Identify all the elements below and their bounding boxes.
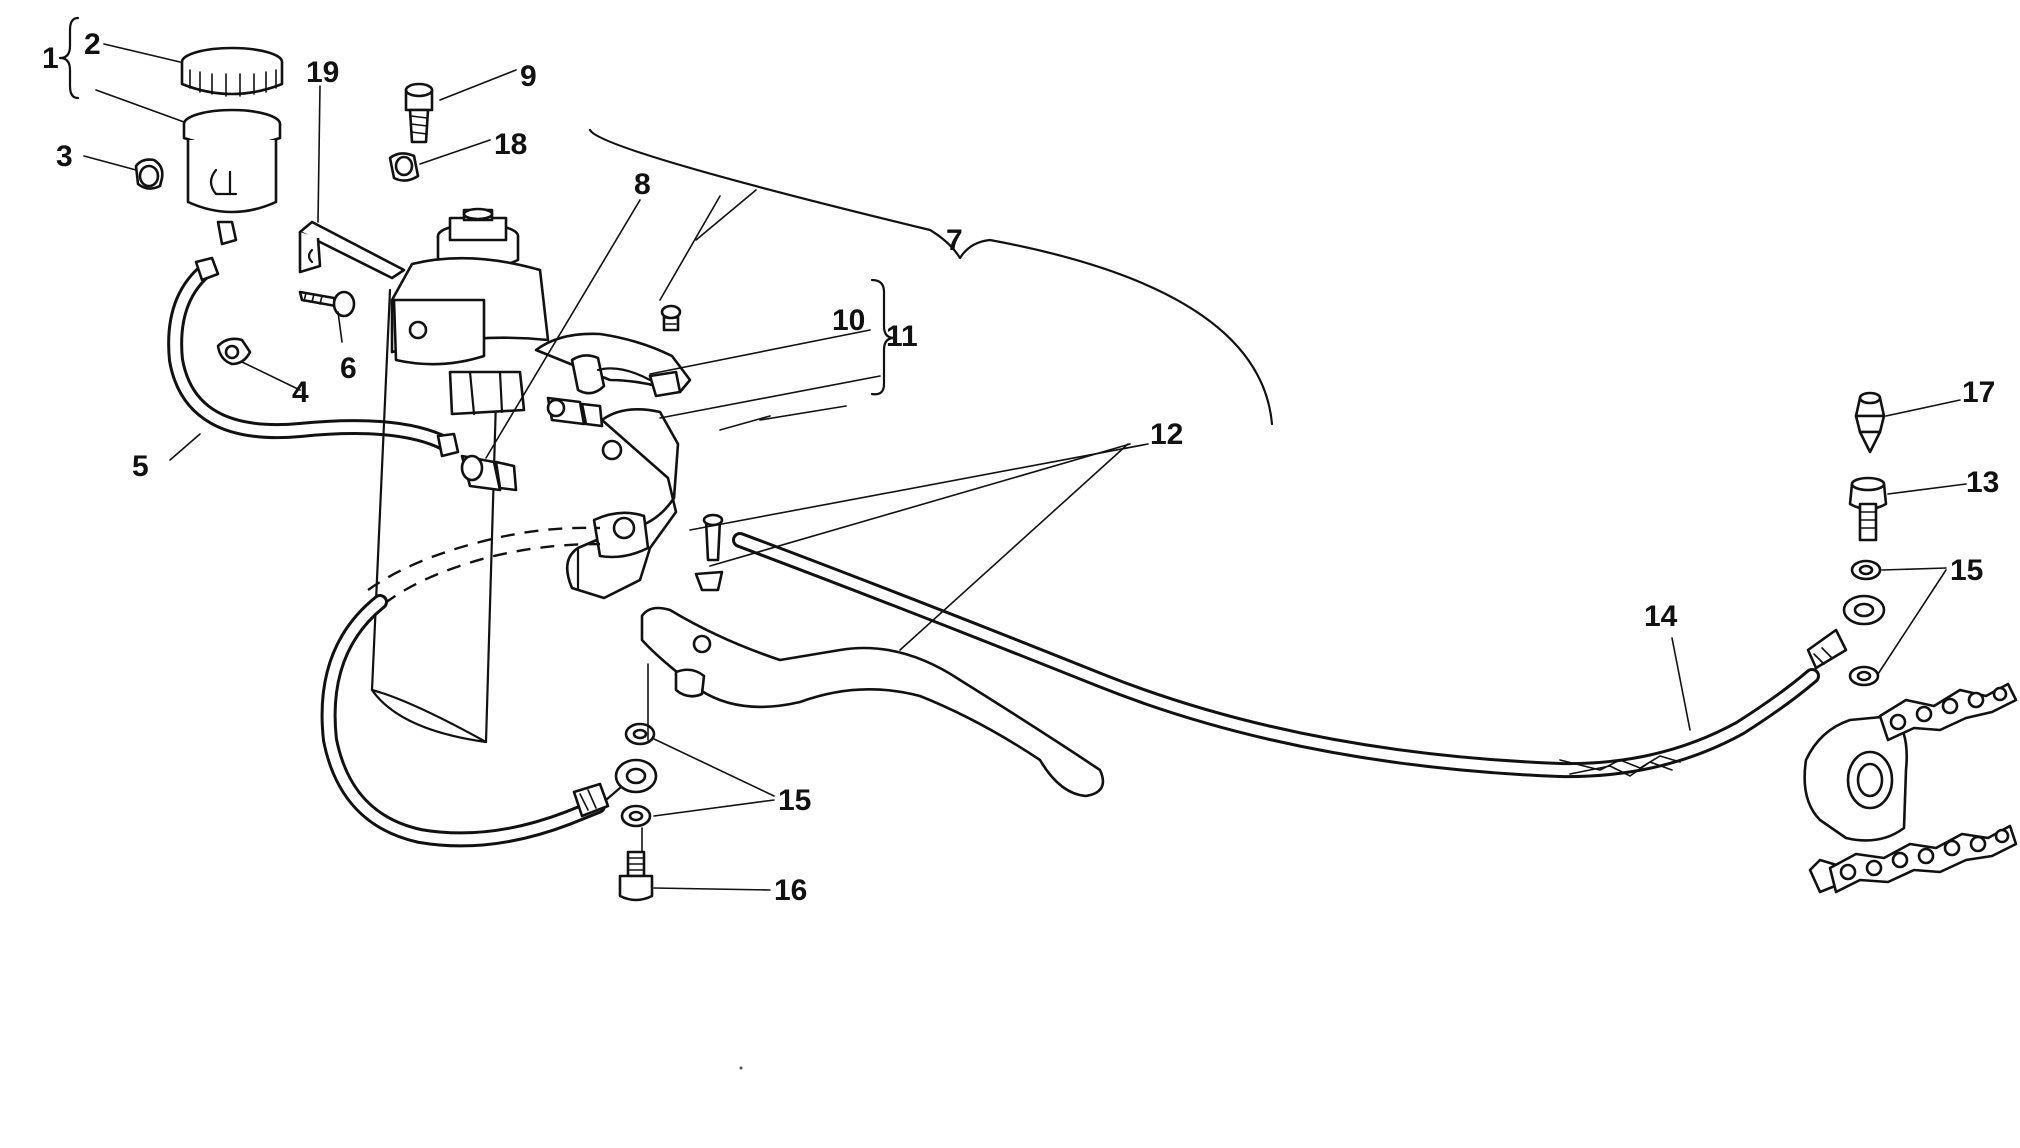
master-cylinder-body	[390, 207, 692, 416]
reservoir-hose	[167, 256, 460, 458]
banjo-bolt-left	[618, 850, 654, 902]
callout-4: 4	[292, 376, 309, 409]
callout-11: 11	[886, 320, 918, 353]
washer-lower-right	[1848, 665, 1880, 687]
clutch-lever	[640, 606, 1105, 798]
callout-15-left: 15	[778, 784, 811, 817]
banjo-bolt-right	[1848, 476, 1888, 542]
callout-17: 17	[1962, 376, 1995, 409]
callout-6: 6	[340, 352, 357, 385]
callout-8: 8	[634, 168, 651, 201]
reservoir-grommet	[134, 158, 164, 190]
callout-3: 3	[56, 140, 73, 173]
leader-lines	[58, 16, 1967, 891]
callout-2: 2	[84, 28, 101, 61]
clutch-hose-dashed	[367, 526, 601, 605]
callout-1: 1	[42, 42, 59, 75]
drive-chain	[1828, 682, 2018, 894]
reservoir-cap	[180, 46, 284, 97]
callout-15-right: 15	[1950, 554, 1983, 587]
screw-washer	[388, 152, 420, 182]
cap-screw	[404, 82, 434, 144]
clutch-hose-main	[732, 532, 1820, 779]
cylinder-lever-mount	[565, 408, 680, 600]
banjo-union	[460, 454, 518, 492]
handlebar-tube	[370, 288, 498, 744]
washer-upper-right	[1850, 559, 1882, 581]
callout-7: 7	[946, 224, 963, 257]
callout-5: 5	[132, 450, 149, 483]
banjo-right	[1806, 594, 1886, 670]
pivot-pin	[702, 513, 724, 562]
pivot-clip	[694, 570, 724, 592]
fluid-reservoir	[182, 108, 282, 246]
callout-10: 10	[832, 304, 865, 337]
callout-labels: 1 2 3 4 5 6 7 8 9 10 11 12 13 14 15 15 1…	[42, 28, 1999, 907]
washer-lower-left	[620, 804, 652, 828]
bleed-valve	[1854, 391, 1886, 454]
bleed-fitting	[546, 396, 604, 428]
callout-9: 9	[520, 60, 537, 93]
banjo-left	[572, 758, 658, 818]
bracket-screw	[298, 290, 356, 318]
callout-12: 12	[1150, 418, 1183, 451]
bracket	[298, 220, 406, 280]
hose-clamp	[216, 337, 252, 366]
callout-16: 16	[774, 874, 807, 907]
callout-19: 19	[306, 56, 339, 89]
clutch-hose-left	[320, 594, 606, 848]
master-cylinder-screw	[660, 304, 682, 332]
stray-dot	[739, 1066, 743, 1070]
callout-18: 18	[494, 128, 527, 161]
switch-clip	[570, 354, 682, 398]
callout-13: 13	[1966, 466, 1999, 499]
callout-14: 14	[1644, 600, 1678, 633]
washer-upper-left	[624, 722, 656, 746]
